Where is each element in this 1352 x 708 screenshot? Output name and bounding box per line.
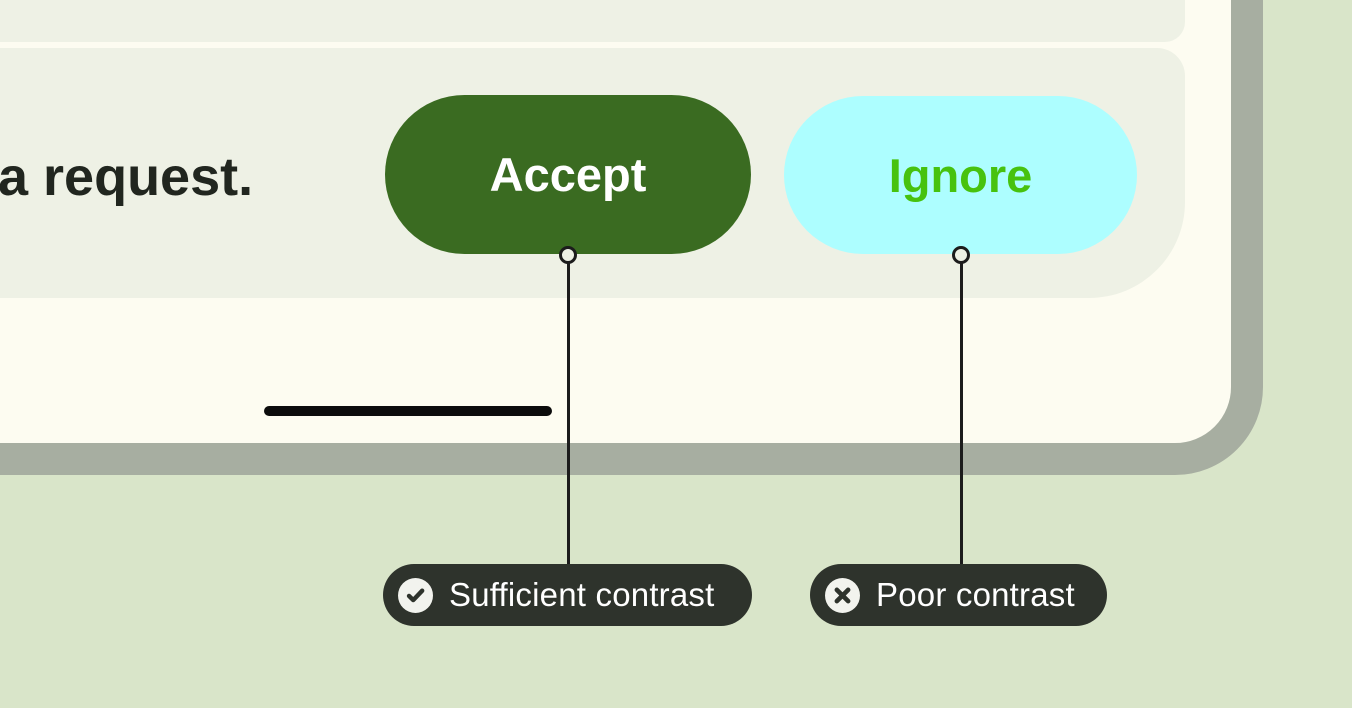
- connector-dot-ignore: [952, 246, 970, 264]
- callout-sufficient-contrast: Sufficient contrast: [383, 564, 752, 626]
- dialog-text: a request.: [0, 147, 254, 207]
- home-indicator: [264, 406, 552, 416]
- callout-poor-contrast: Poor contrast: [810, 564, 1107, 626]
- connector-dot-accept: [559, 246, 577, 264]
- connector-line-accept: [567, 260, 570, 566]
- accept-button[interactable]: Accept: [385, 95, 751, 254]
- ignore-button[interactable]: Ignore: [784, 96, 1137, 254]
- check-icon: [398, 577, 433, 613]
- callout-label: Sufficient contrast: [449, 576, 715, 613]
- connector-line-ignore: [960, 260, 963, 566]
- x-icon: [825, 577, 860, 613]
- card-above-dialog: [0, 0, 1185, 42]
- callout-label: Poor contrast: [876, 576, 1075, 613]
